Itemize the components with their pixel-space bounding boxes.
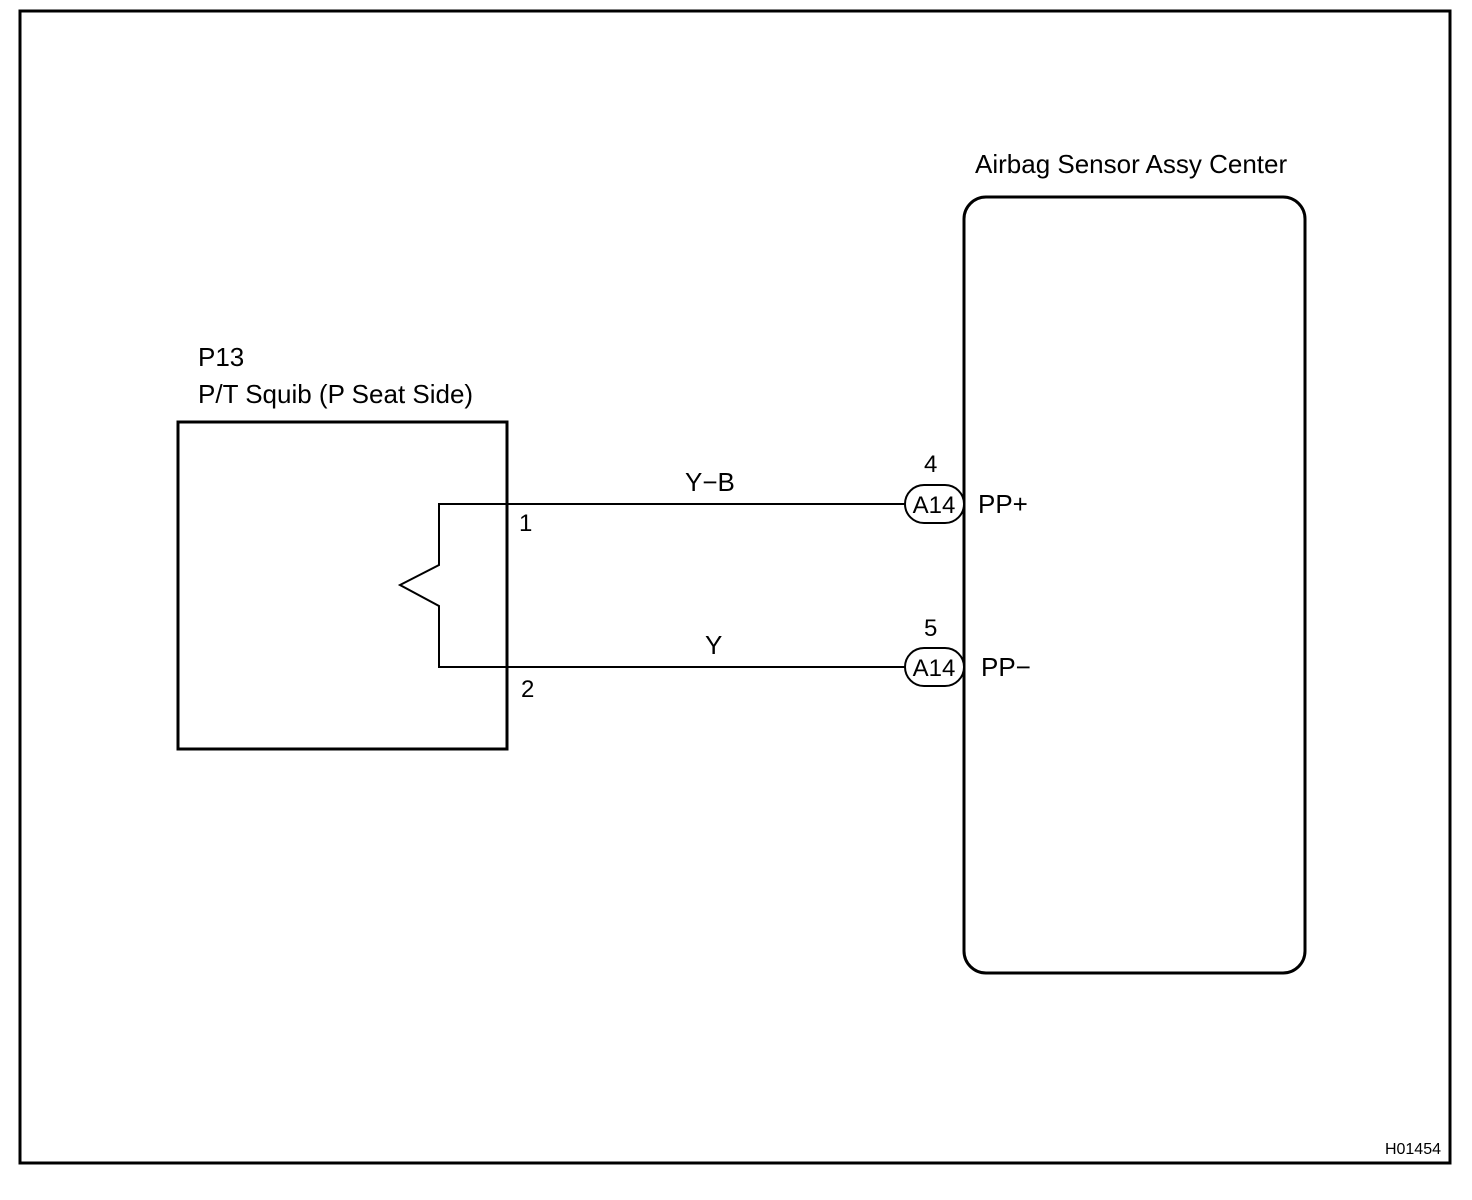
wire-y-b: Y−B <box>507 467 905 505</box>
terminal-pin-number: 5 <box>924 615 937 642</box>
squib-element-symbol <box>397 503 507 668</box>
diagram-code: H01454 <box>1385 1141 1441 1158</box>
diagram-frame <box>18 9 1452 1165</box>
squib-name: P/T Squib (P Seat Side) <box>198 379 473 409</box>
wire-color-label: Y <box>705 630 722 660</box>
airbag-sensor-component: Airbag Sensor Assy Center 4 A14 PP+ 5 A1… <box>904 149 1307 975</box>
connector-badge <box>904 647 965 687</box>
terminal-pin-number: 4 <box>924 451 937 478</box>
wire-color-label: Y−B <box>685 467 735 497</box>
squib-box <box>176 420 509 751</box>
terminal-label: PP− <box>981 652 1031 682</box>
sensor-terminal-pp-minus: 5 A14 PP− <box>904 615 1031 687</box>
connector-id: A14 <box>913 492 956 519</box>
squib-component: P13 P/T Squib (P Seat Side) 1 2 <box>176 342 534 751</box>
squib-connector-id: P13 <box>198 342 244 372</box>
sensor-name: Airbag Sensor Assy Center <box>975 149 1287 179</box>
connector-badge <box>904 484 965 524</box>
wire-y: Y <box>507 630 905 668</box>
terminal-label: PP+ <box>978 489 1028 519</box>
squib-pin-1: 1 <box>519 510 532 537</box>
sensor-box <box>962 195 1307 975</box>
connector-id: A14 <box>913 655 956 682</box>
squib-pin-2: 2 <box>521 676 534 703</box>
sensor-terminal-pp-plus: 4 A14 PP+ <box>904 451 1028 524</box>
